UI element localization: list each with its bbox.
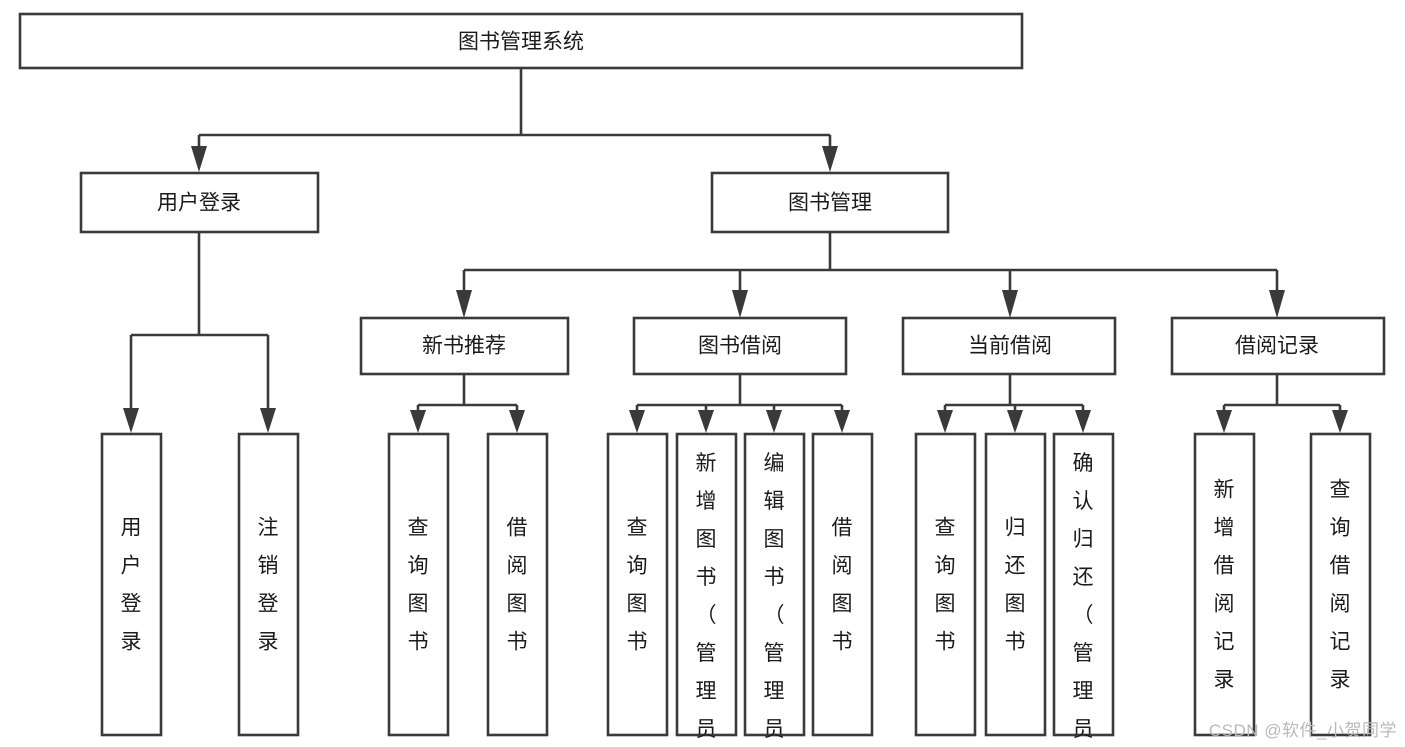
arrowhead-borrow-leaf-1 (629, 410, 645, 433)
node-book-borrow-label: 图书借阅 (698, 335, 782, 358)
arrowhead-new-book-recommend (456, 290, 472, 318)
node-book-management[interactable]: 图书管理 (710, 171, 950, 234)
leaf-node[interactable]: 查询图书 (387, 432, 450, 737)
leaf-node[interactable]: 查询图书 (914, 432, 977, 737)
leaf-node[interactable]: 查询图书 (606, 432, 669, 737)
node-root-box[interactable] (18, 12, 1024, 70)
leaf-borrow-add-book-box[interactable] (675, 432, 738, 737)
connector-layer (123, 68, 1348, 433)
leaf-node[interactable]: 新增借阅记录 (1193, 432, 1256, 737)
node-borrow-record-box[interactable] (1170, 316, 1386, 376)
node-new-book-recommend[interactable]: 新书推荐 (359, 316, 570, 376)
leaf-recommend-query-book-box[interactable] (387, 432, 450, 737)
node-book-borrow-box[interactable] (632, 316, 848, 376)
arrowhead-current-borrow (1002, 290, 1018, 318)
leaf-node[interactable]: 借阅图书 (811, 432, 874, 737)
leaf-node[interactable]: 查询借阅记录 (1309, 432, 1372, 737)
leaf-user-login-box[interactable] (100, 432, 163, 737)
node-current-borrow-box[interactable] (901, 316, 1117, 376)
arrowhead-user-login (191, 146, 207, 172)
arrowhead-borrow-leaf-2 (698, 410, 714, 433)
leaf-borrow-query-book-box[interactable] (606, 432, 669, 737)
leaf-current-query-book-label: 查询图书 (935, 517, 956, 654)
node-book-management-label: 图书管理 (788, 192, 872, 215)
leaf-current-return-book-label: 归还图书 (1005, 517, 1026, 654)
leaf-node[interactable]: 借阅图书 (486, 432, 549, 737)
leaf-logout-box[interactable] (237, 432, 300, 737)
leaf-record-add-label: 新增借阅记录 (1214, 479, 1235, 692)
node-current-borrow[interactable]: 当前借阅 (901, 316, 1117, 376)
leaf-borrow-borrow-book-box[interactable] (811, 432, 874, 737)
leaf-user-login-label: 用户登录 (121, 517, 142, 654)
arrowhead-recommend-leaf-1 (410, 410, 426, 433)
leaf-node[interactable]: 归还图书 (984, 432, 1047, 737)
leaf-node[interactable]: 确认归还（管理员） (1052, 432, 1115, 747)
arrowhead-borrow-leaf-4 (834, 410, 850, 433)
leaf-borrow-edit-book-label: 编辑图书（管理员） (764, 452, 785, 747)
arrowhead-borrow-leaf-3 (766, 410, 782, 433)
node-borrow-record-label: 借阅记录 (1235, 335, 1319, 358)
leaf-node[interactable]: 用户登录 (100, 432, 163, 737)
node-current-borrow-label: 当前借阅 (968, 335, 1052, 358)
arrowhead-recommend-leaf-2 (509, 410, 525, 433)
arrowhead-book-manage (822, 146, 838, 172)
arrowhead-book-borrow (732, 290, 748, 318)
node-borrow-record[interactable]: 借阅记录 (1170, 316, 1386, 376)
leaf-borrow-add-book-label: 新增图书（管理员） (696, 452, 717, 747)
leaf-node[interactable]: 编辑图书（管理员） (743, 432, 806, 747)
leaf-recommend-borrow-book-box[interactable] (486, 432, 549, 737)
leaf-record-query-box[interactable] (1309, 432, 1372, 737)
arrowhead-borrow-record (1269, 290, 1285, 318)
leaf-record-add-box[interactable] (1193, 432, 1256, 737)
node-root-book-management-system[interactable]: 图书管理系统 (18, 12, 1024, 70)
leaf-recommend-borrow-book-label: 借阅图书 (507, 517, 528, 654)
leaf-borrow-borrow-book-label: 借阅图书 (832, 517, 853, 654)
arrowhead-record-leaf-2 (1332, 410, 1348, 433)
leaf-borrow-edit-book-box[interactable] (743, 432, 806, 737)
arrowhead-current-leaf-2 (1007, 410, 1023, 433)
leaf-current-confirm-return-label: 确认归还（管理员） (1073, 452, 1094, 747)
leaf-logout-label: 注销登录 (258, 517, 279, 654)
arrowhead-leaf-logout (260, 408, 276, 433)
node-book-management-box[interactable] (710, 171, 950, 234)
leaf-node[interactable]: 新增图书（管理员） (675, 432, 738, 747)
arrowhead-leaf-user-login (123, 408, 139, 433)
node-user-login-box[interactable] (79, 171, 320, 234)
leaf-current-confirm-return-box[interactable] (1052, 432, 1115, 737)
arrowhead-current-leaf-3 (1075, 410, 1091, 433)
arrowhead-current-leaf-1 (937, 410, 953, 433)
node-book-borrow[interactable]: 图书借阅 (632, 316, 848, 376)
leaf-node[interactable]: 注销登录 (237, 432, 300, 737)
node-user-login[interactable]: 用户登录 (79, 171, 320, 234)
node-user-login-label: 用户登录 (157, 192, 241, 215)
leaf-record-query-label: 查询借阅记录 (1330, 479, 1351, 692)
node-new-book-recommend-box[interactable] (359, 316, 570, 376)
node-root-label: 图书管理系统 (458, 31, 584, 54)
node-new-book-recommend-label: 新书推荐 (422, 335, 506, 358)
arrowhead-record-leaf-1 (1216, 410, 1232, 433)
leaf-current-query-book-box[interactable] (914, 432, 977, 737)
leaf-recommend-query-book-label: 查询图书 (408, 517, 429, 654)
leaf-borrow-query-book-label: 查询图书 (627, 517, 648, 654)
leaf-current-return-book-box[interactable] (984, 432, 1047, 737)
